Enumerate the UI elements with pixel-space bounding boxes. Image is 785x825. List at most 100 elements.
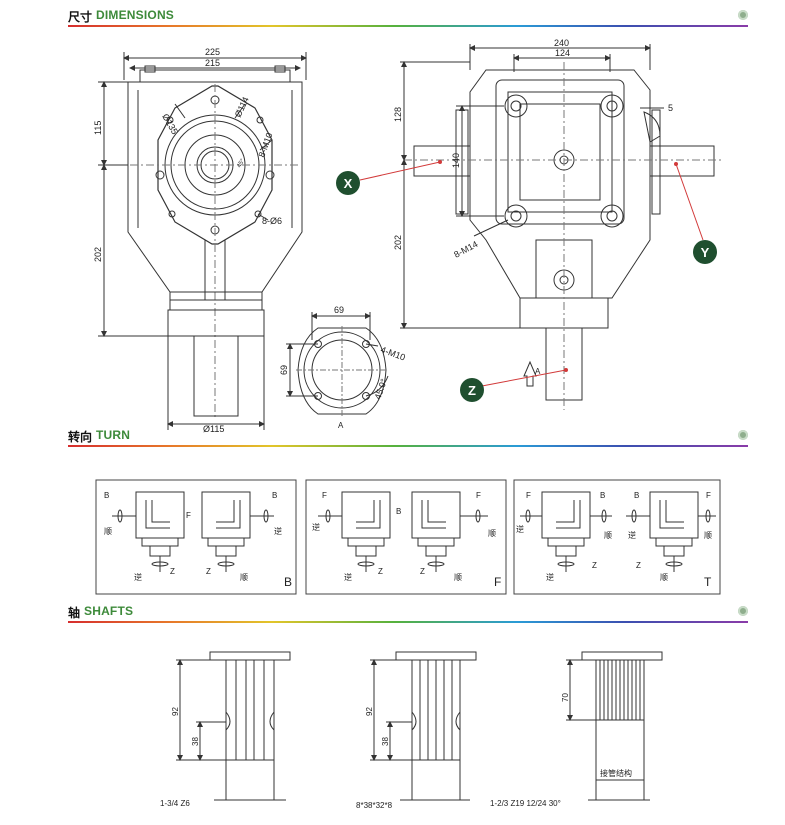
rainbow-divider (68, 621, 748, 623)
marker-x: X (336, 171, 360, 195)
turn-f-label: 顺 (488, 529, 496, 538)
shaft-2-dim-part: 38 (381, 737, 390, 746)
section-dot-icon (738, 10, 748, 20)
turn-f-label: 逆 (344, 572, 352, 582)
section-title-cn: 转向 (68, 430, 93, 444)
shaft-2 (370, 651, 477, 801)
turn-panel-f: F B F 逆 顺 逆 Z Z 顺 F (305, 479, 507, 595)
shaft-3-labels: 70 接管结构 1-2/3 Z19 12/24 30° (490, 693, 632, 808)
shaft-2-labels: 92 38 8*38*32*8 (356, 707, 393, 810)
dim-115-left: 115 (93, 121, 103, 135)
section-title-en: SHAFTS (84, 604, 134, 618)
turn-t-label: 顺 (660, 573, 668, 582)
turn-f-label: Z (420, 567, 425, 576)
shaft-1-label: 1-3/4 Z6 (160, 799, 190, 808)
dim-69-side: 69 (279, 365, 289, 375)
turn-t-label: B (634, 491, 639, 500)
turn-b-label: 顺 (240, 573, 248, 582)
turn-t-label: B (600, 491, 605, 500)
turn-t-label: 顺 (604, 531, 612, 540)
section-title-cn: 尺寸 (68, 10, 93, 24)
section-title-en: TURN (96, 428, 131, 442)
shaft-3 (566, 651, 663, 801)
dim-140: 140 (451, 153, 461, 168)
turn-t-label: 逆 (516, 524, 524, 534)
section-title-en: DIMENSIONS (96, 8, 175, 22)
dim-225: 225 (205, 47, 220, 57)
dim-45-angle: 45.0° (372, 377, 389, 401)
turn-b-label: B (272, 491, 277, 500)
marker-dots (438, 160, 678, 372)
turn-t-label: 逆 (628, 530, 636, 540)
top-view (400, 44, 724, 410)
turn-b-label: Z (170, 567, 175, 576)
dim-128: 128 (393, 107, 403, 122)
turn-t-label: Z (592, 561, 597, 570)
section-header-shafts: 轴 SHAFTS (68, 604, 748, 624)
flange-view (286, 312, 389, 416)
section-header-turn: 转向 TURN (68, 428, 748, 448)
shaft-1-labels: 92 38 1-3/4 Z6 (160, 707, 200, 808)
turn-code-f: F (494, 575, 501, 589)
turn-f-label: 顺 (454, 573, 462, 582)
turn-f-label: Z (378, 567, 383, 576)
rainbow-divider (68, 445, 748, 447)
turn-b-label: F (186, 511, 191, 520)
dim-240: 240 (554, 38, 569, 48)
turn-f-label: F (476, 491, 481, 500)
marker-y-label: Y (701, 245, 710, 260)
shaft-1-dim-total: 92 (171, 707, 180, 716)
shaft-3-dim-total: 70 (561, 693, 570, 702)
turn-b-label: 逆 (134, 572, 142, 582)
turn-t-label: F (706, 491, 711, 500)
marker-x-label: X (344, 176, 353, 191)
section-header-dimensions: 尺寸 DIMENSIONS (68, 8, 748, 28)
dim-5: 5 (668, 103, 673, 113)
marker-leaders (359, 161, 704, 387)
turn-f-label: 逆 (312, 522, 320, 532)
top-view-labels: 240 124 5 128 140 202 8-M14 A (393, 38, 673, 376)
shaft-2-dim-total: 92 (365, 707, 374, 716)
turn-f-label: F (322, 491, 327, 500)
dim-d114: Ø114 (233, 95, 251, 119)
turn-b-label: Z (206, 567, 211, 576)
dim-8-d6: 8-Ø6 (262, 216, 282, 226)
dim-202-right: 202 (393, 235, 403, 250)
dim-d115: Ø115 (203, 424, 224, 434)
section-dot-icon (738, 430, 748, 440)
dim-4-m10: 4-M10 (379, 344, 406, 362)
dim-d135: Ø135 (160, 112, 180, 136)
turn-b-label: B (104, 491, 109, 500)
dim-8-m14: 8-M14 (452, 239, 479, 260)
shaft-1 (176, 651, 291, 801)
section-dot-icon (738, 606, 748, 616)
rainbow-divider (68, 25, 748, 27)
turn-panel-b: B F B 顺 逆 逆 Z Z 顺 B (95, 479, 297, 595)
turn-t-label: F (526, 491, 531, 500)
turn-panel-t: F B B F 逆 顺 逆 顺 逆 Z Z 顺 T (513, 479, 721, 595)
front-view-labels: 225 215 Ø135 Ø114 8-M10 45° 8-Ø6 115 202… (93, 47, 282, 434)
front-view (98, 52, 307, 430)
turn-code-b: B (284, 575, 292, 589)
shaft-2-label: 8*38*32*8 (356, 801, 393, 810)
arrow-a-label: A (535, 367, 541, 376)
dim-202-left: 202 (93, 247, 103, 262)
section-title-cn: 轴 (68, 606, 81, 620)
turn-code-t: T (704, 575, 712, 589)
shaft-3-label: 1-2/3 Z19 12/24 30° (490, 799, 561, 808)
turn-f-label: B (396, 507, 401, 516)
dim-angle-45: 45° (237, 158, 247, 169)
shaft-1-dim-part: 38 (191, 737, 200, 746)
dim-215: 215 (205, 58, 220, 68)
marker-z: Z (460, 378, 484, 402)
shaft-3-note: 接管结构 (600, 768, 632, 778)
turn-b-label: 顺 (104, 527, 112, 536)
marker-y: Y (693, 240, 717, 264)
marker-z-label: Z (468, 383, 476, 398)
dim-124: 124 (555, 48, 570, 58)
turn-t-label: 顺 (704, 531, 712, 540)
view-label-a: A (338, 421, 344, 430)
turn-t-label: Z (636, 561, 641, 570)
dim-69-top: 69 (334, 305, 344, 315)
